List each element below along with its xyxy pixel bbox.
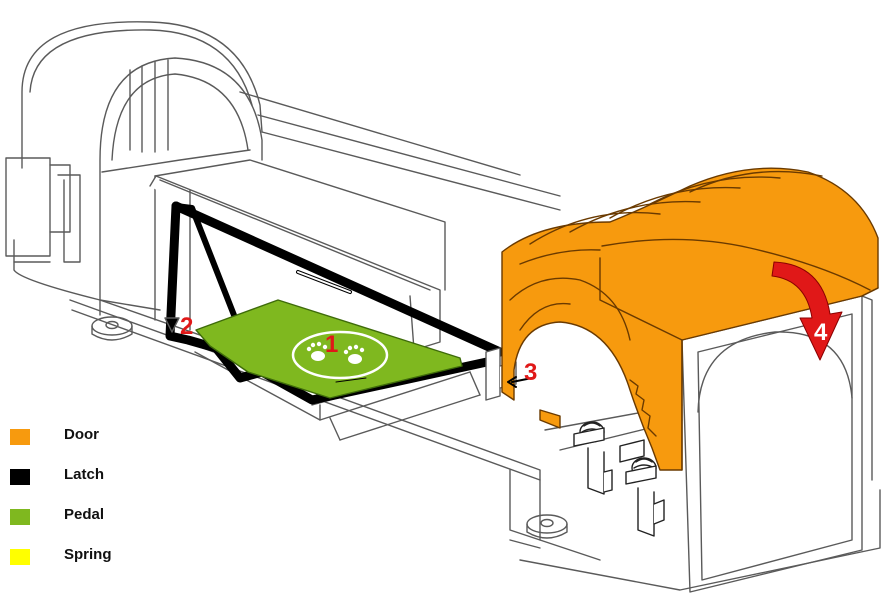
pedal-swatch bbox=[10, 509, 30, 525]
pedal bbox=[195, 299, 463, 399]
legend-item-latch: Latch bbox=[10, 464, 230, 504]
door-swatch bbox=[10, 429, 30, 445]
spring bbox=[573, 421, 665, 537]
legend-label: Latch bbox=[64, 466, 105, 483]
legend-item-spring: Spring bbox=[10, 544, 230, 584]
latch-swatch bbox=[10, 469, 30, 485]
legend-label: Door bbox=[64, 426, 99, 443]
paw-print-icon bbox=[306, 341, 365, 364]
door bbox=[501, 167, 879, 471]
step-number-3: 3 bbox=[524, 359, 537, 386]
door-closing-arrow-icon bbox=[771, 261, 843, 361]
legend: Door Latch Pedal Spring bbox=[10, 424, 230, 584]
spring-swatch bbox=[10, 549, 30, 565]
legend-label: Spring bbox=[64, 546, 112, 563]
legend-item-door: Door bbox=[10, 424, 230, 464]
step-number-2: 2 bbox=[180, 313, 193, 340]
trap-body bbox=[5, 21, 881, 593]
legend-item-pedal: Pedal bbox=[10, 504, 230, 544]
latch bbox=[149, 175, 517, 405]
step-number-4: 4 bbox=[814, 319, 828, 346]
legend-label: Pedal bbox=[64, 506, 105, 523]
step-number-1: 1 bbox=[325, 331, 338, 358]
